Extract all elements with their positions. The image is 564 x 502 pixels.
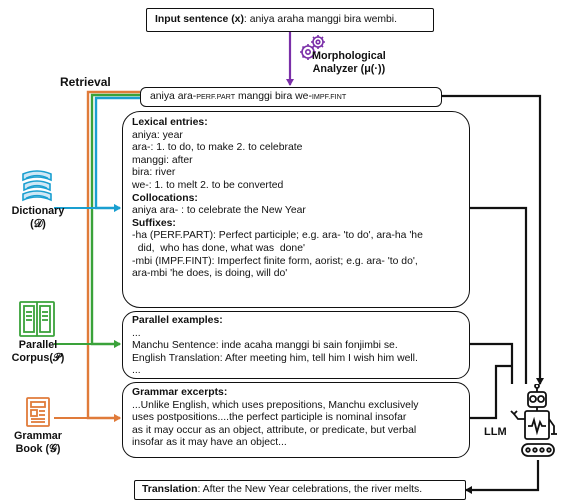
analysis-word-2: manggi bira we- (235, 91, 312, 102)
parallel-title: Parallel examples: (132, 315, 223, 326)
robot-icon (510, 384, 557, 457)
grammar-line: insofar as it may have an object... (132, 437, 287, 449)
grammar-excerpts-box: Grammar excerpts: ...Unlike English, whi… (122, 382, 470, 458)
input-sentence-box: Input sentence (x): aniya araha manggi b… (146, 8, 434, 32)
analysis-word-1: aniya ara- (150, 91, 197, 102)
grammar-to-llm (470, 364, 512, 420)
analysis-to-llm (442, 94, 544, 385)
corpus-label-line1: Parallel (18, 339, 58, 351)
parallel-examples-box: Parallel examples: ... Manchu Sentence: … (122, 311, 470, 379)
translation-value: : After the New Year celebrations, the r… (197, 484, 423, 495)
analyzer-label-line2: Analyzer (μ(·)) (312, 63, 386, 75)
suffixes-title: Suffixes: (132, 217, 176, 229)
collocations-title: Collocations: (132, 192, 198, 204)
grammar-book-label-line1: Grammar (13, 430, 62, 442)
translation-text: Translation: After the New Year celebrat… (142, 484, 422, 497)
suffix-line: -mbi (IMPF.FINT): Imperfect finite form,… (132, 255, 418, 267)
grammar-line: ...Unlike English, which uses prepositio… (132, 399, 419, 411)
books-icon (22, 170, 52, 202)
analyzer-label-line1: Morphological (312, 50, 386, 62)
translation-label: Translation (142, 484, 198, 495)
corpus-label-line2: Corpus(𝒫) (11, 352, 65, 364)
open-book-icon (19, 301, 55, 337)
analysis-suffix-1: PERF.PART (196, 92, 236, 101)
parallel-line: English Translation: After meeting him, … (132, 352, 418, 364)
llm-label: LLM (484, 426, 507, 438)
grammar-book-label-line2: Book (𝒢) (15, 443, 61, 455)
grammar-book-label: Grammar Book (𝒢) (8, 430, 68, 456)
translation-box: Translation: After the New Year celebrat… (134, 480, 466, 500)
grammar-content: Grammar excerpts: ...Unlike English, whi… (132, 387, 418, 450)
corpus-label: Parallel Corpus(𝒫) (4, 339, 72, 365)
lexical-content: Lexical entries: aniya: year ara-: 1. to… (132, 117, 423, 281)
analysis-suffix-2: IMPF.FINT (311, 92, 347, 101)
gears-icon (300, 35, 325, 60)
dictionary-label-line1: Dictionary (11, 205, 65, 217)
parallel-to-llm (470, 342, 514, 384)
parallel-line: Manchu Sentence: inde acaha manggi bi sa… (132, 340, 398, 352)
analysis-text: aniya ara-PERF.PART manggi bira we-IMPF.… (150, 91, 346, 104)
lexical-line: manggi: after (132, 154, 193, 166)
input-sentence-label: Input sentence (x) (155, 14, 244, 25)
lexical-line: bira: river (132, 167, 176, 179)
llm-to-translation (465, 460, 540, 494)
dictionary-label: Dictionary (𝒟) (8, 205, 68, 231)
collocation-line: aniya ara- : to celebrate the New Year (132, 205, 306, 217)
grammar-title: Grammar excerpts: (132, 387, 228, 398)
parallel-line: ... (132, 327, 141, 339)
suffix-line: did, who has done, what was done' (132, 242, 305, 254)
analyzer-label: Morphological Analyzer (μ(·)) (312, 50, 386, 76)
suffix-line: ara-mbi 'he does, is doing, will do' (132, 268, 288, 280)
grammar-line: as it may occur as an object, attribute,… (132, 424, 417, 436)
input-sentence-text: Input sentence (x): aniya araha manggi b… (155, 14, 397, 27)
lexical-title: Lexical entries: (132, 117, 208, 128)
lexical-line: we-: 1. to melt 2. to be converted (132, 179, 284, 191)
suffix-line: -ha (PERF.PART): Perfect participle; e.g… (132, 230, 423, 242)
retrieval-label: Retrieval (60, 75, 111, 89)
lexical-line: ara-: 1. to do, to make 2. to celebrate (132, 142, 303, 154)
input-sentence-value: : aniya araha manggi bira wembi. (243, 14, 397, 25)
dictionary-label-line2: (𝒟) (30, 218, 46, 230)
lexical-to-llm (470, 206, 528, 384)
analysis-box: aniya ara-PERF.PART manggi bira we-IMPF.… (140, 87, 442, 107)
lexical-line: aniya: year (132, 129, 183, 141)
lexical-entries-box: Lexical entries: aniya: year ara-: 1. to… (122, 111, 470, 308)
newspaper-icon (26, 397, 50, 427)
parallel-line: ... (132, 365, 141, 377)
grammar-line: uses postpositions....the perfect partic… (132, 412, 407, 424)
parallel-content: Parallel examples: ... Manchu Sentence: … (132, 315, 418, 378)
